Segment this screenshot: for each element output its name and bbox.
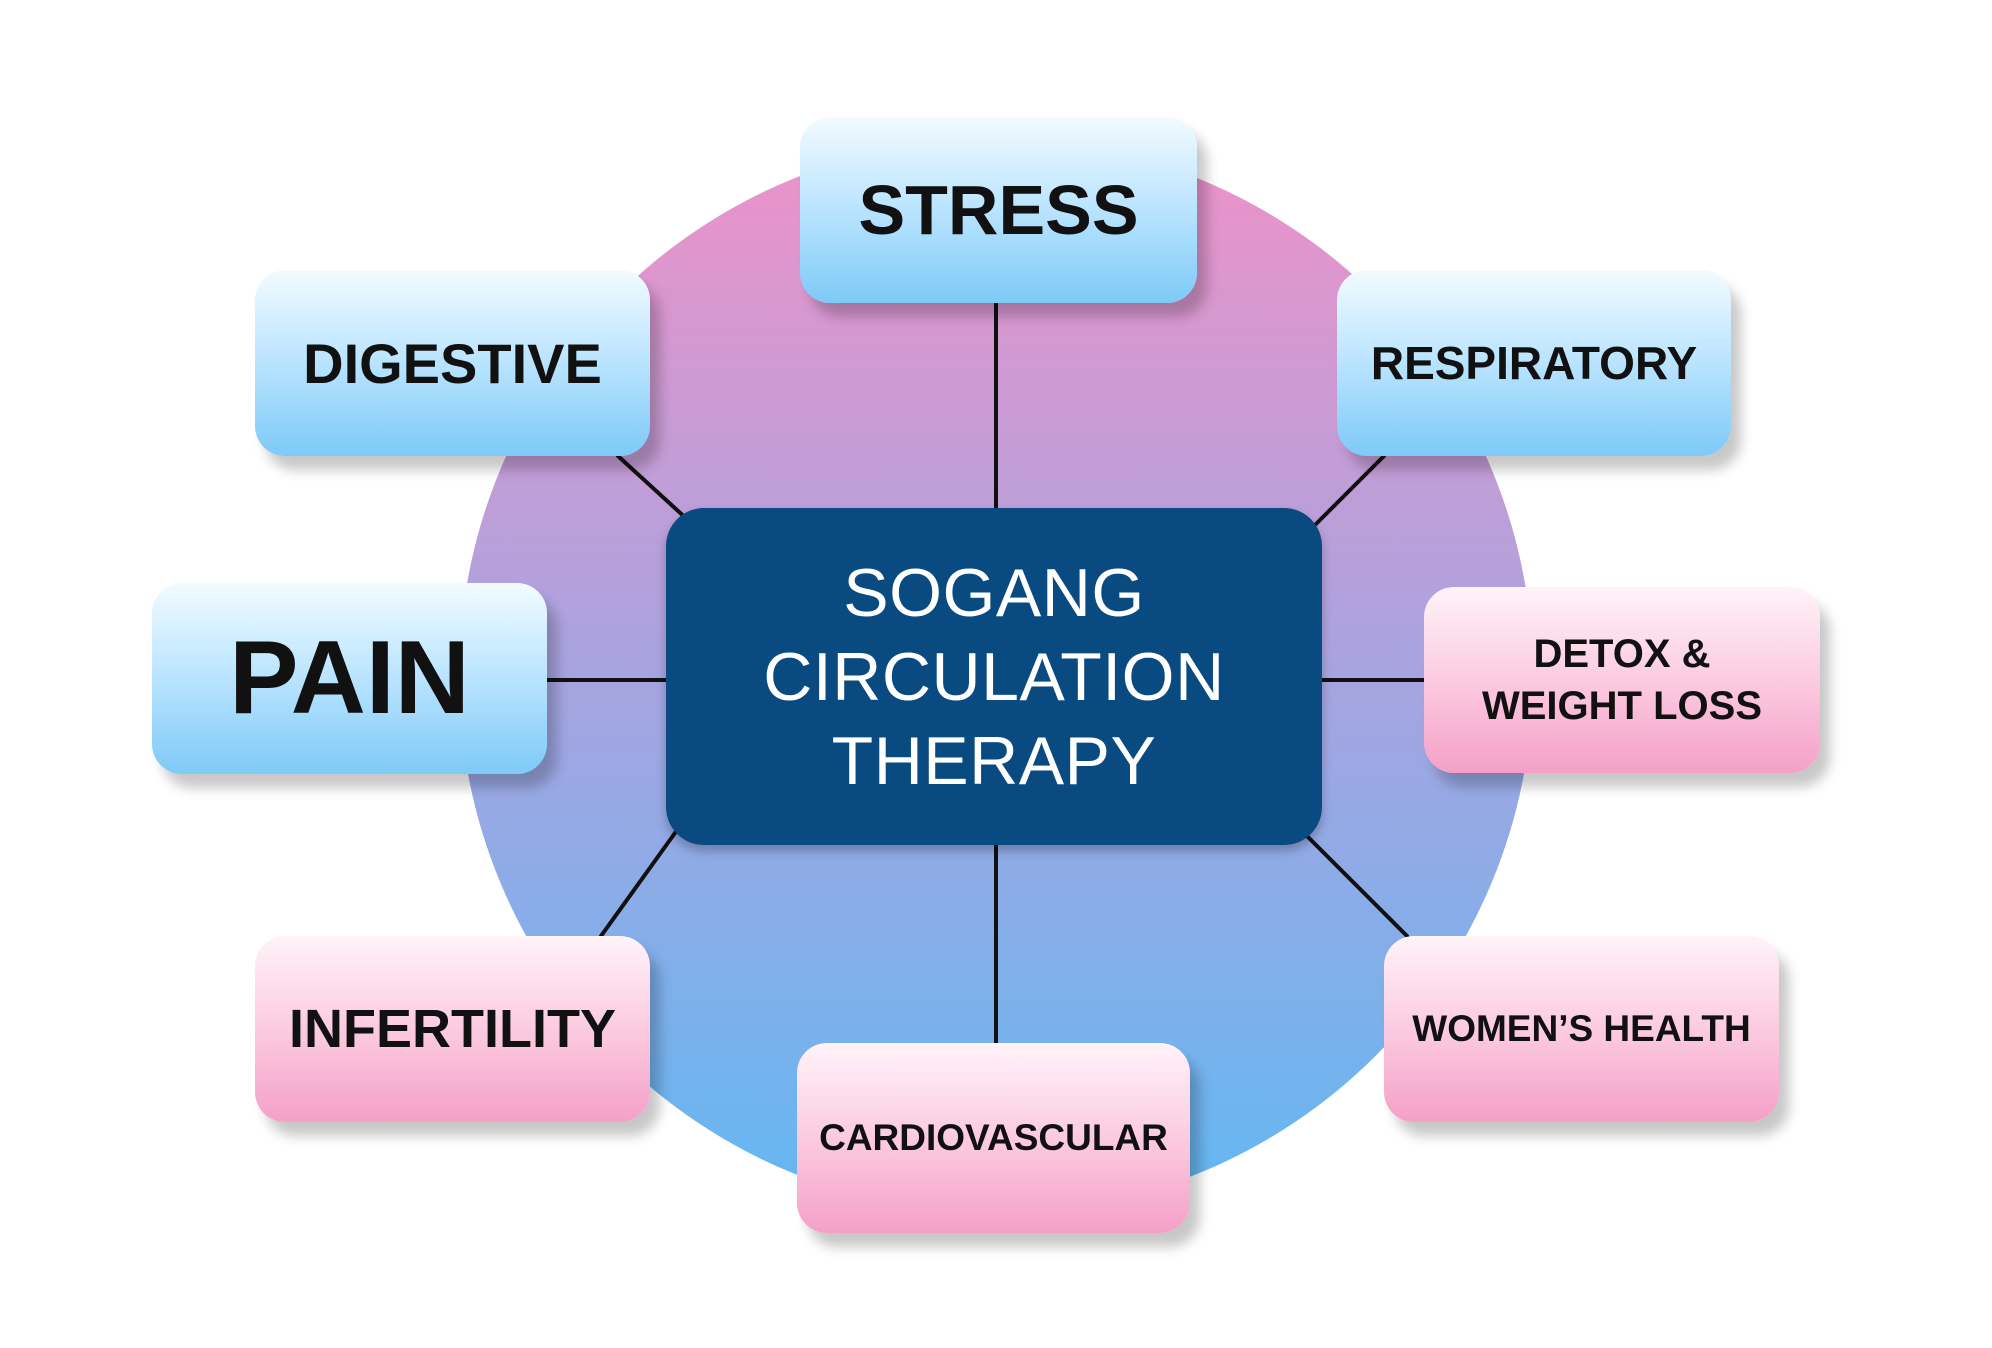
center-title-line-3: THERAPY [831, 722, 1157, 799]
node-infertility: INFERTILITY [255, 936, 650, 1122]
node-stress: STRESS [800, 117, 1197, 303]
node-respiratory: RESPIRATORY [1337, 270, 1731, 456]
connector-infertility [599, 824, 682, 938]
center-title-box: SOGANG CIRCULATION THERAPY [666, 508, 1322, 845]
node-stress-label: STRESS [858, 171, 1139, 249]
node-digestive: DIGESTIVE [255, 270, 650, 456]
node-detox-label-line-2: WEIGHT LOSS [1482, 684, 1762, 728]
node-womens-health-label: WOMEN’S HEALTH [1412, 1008, 1751, 1049]
node-womens-health: WOMEN’S HEALTH [1384, 936, 1779, 1122]
node-detox-label-line-1: DETOX & [1533, 632, 1711, 676]
node-pain: PAIN [152, 583, 547, 774]
center-title-line-1: SOGANG [843, 554, 1145, 631]
node-pain-label: PAIN [229, 620, 470, 736]
connector-womens-health [1303, 832, 1409, 938]
node-cardiovascular-label: CARDIOVASCULAR [819, 1117, 1168, 1158]
node-detox-weight-loss: DETOX & WEIGHT LOSS [1424, 587, 1820, 773]
node-cardiovascular: CARDIOVASCULAR [797, 1043, 1190, 1233]
connector-respiratory [1308, 454, 1386, 532]
node-digestive-label: DIGESTIVE [303, 331, 602, 395]
connector-digestive [616, 454, 691, 523]
node-respiratory-label: RESPIRATORY [1370, 337, 1698, 389]
center-title-line-2: CIRCULATION [763, 638, 1225, 715]
node-infertility-label: INFERTILITY [289, 999, 616, 1059]
